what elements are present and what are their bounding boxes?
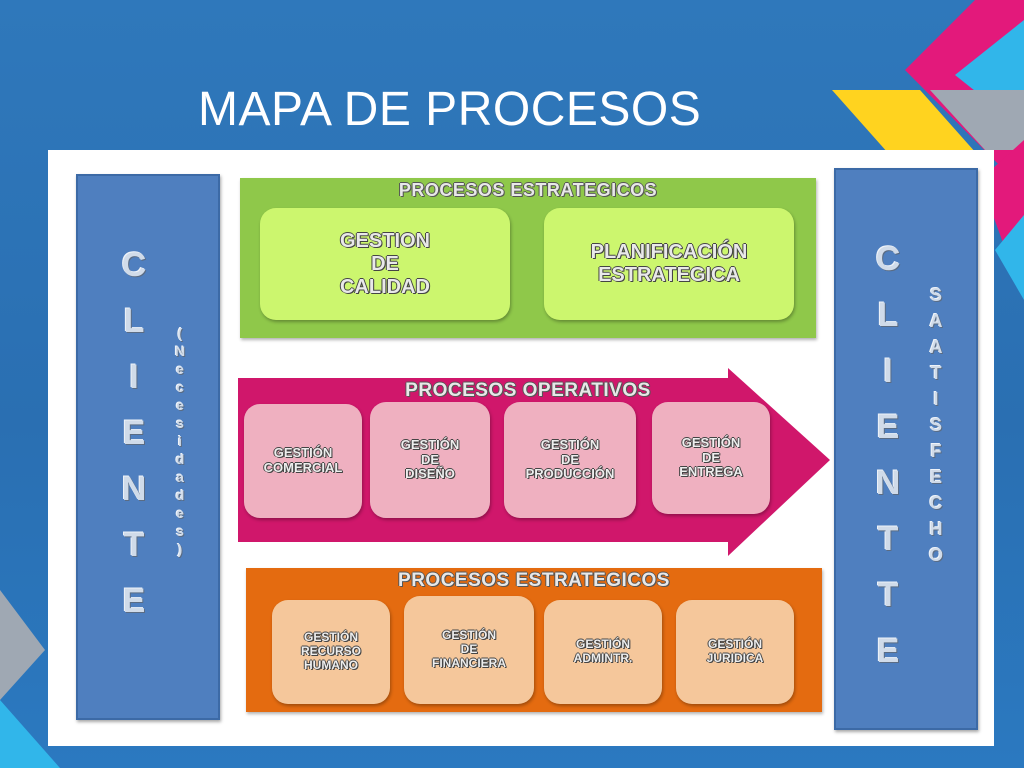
left-client-letter: N bbox=[121, 470, 147, 508]
right-client-letter: C bbox=[875, 240, 901, 278]
left-note-char: i bbox=[178, 433, 182, 449]
process-map-board: C L I E N T E ( N e c e s i d a d e s ) … bbox=[48, 150, 994, 746]
strategic-processes-band: PROCESOS ESTRATEGICOS GESTION DE CALIDAD… bbox=[240, 178, 816, 338]
left-client-letter: T bbox=[123, 526, 145, 564]
process-box-juridica: GESTIÓN JURIDICA bbox=[676, 600, 794, 704]
right-note-char: C bbox=[929, 493, 943, 513]
right-note-char: T bbox=[930, 363, 942, 383]
right-note-char: S bbox=[929, 285, 942, 305]
process-box-recurso-humano: GESTIÓN RECURSO HUMANO bbox=[272, 600, 390, 704]
left-note-char: e bbox=[176, 397, 184, 413]
left-note-char: a bbox=[176, 469, 184, 485]
right-note-char: I bbox=[933, 389, 939, 409]
process-box-financiera: GESTIÓN DE FINANCIERA bbox=[404, 596, 534, 704]
left-client-letter: C bbox=[121, 246, 147, 284]
process-box-planificacion: PLANIFICACIÓN ESTRATEGICA bbox=[544, 208, 794, 320]
left-client-letter: I bbox=[129, 358, 139, 396]
process-box-entrega: GESTIÓN DE ENTREGA bbox=[652, 402, 770, 514]
left-note-char: s bbox=[176, 415, 184, 431]
right-client-note: S A A T I S F E C H O bbox=[926, 286, 946, 564]
left-note-char: c bbox=[176, 379, 184, 395]
left-note-char: e bbox=[176, 361, 184, 377]
left-note-char: ( bbox=[177, 325, 183, 341]
right-client-letter: I bbox=[883, 352, 893, 390]
right-note-char: F bbox=[930, 441, 942, 461]
process-box-produccion: GESTIÓN DE PRODUCCIÓN bbox=[504, 402, 636, 518]
left-client-panel bbox=[76, 174, 220, 720]
left-client-letter: E bbox=[122, 414, 146, 452]
left-note-char: ) bbox=[177, 541, 183, 557]
support-band-title: PROCESOS ESTRATEGICOS bbox=[398, 570, 670, 591]
right-client-letter: E bbox=[876, 408, 900, 446]
right-client-letter: T bbox=[877, 576, 899, 614]
right-client-letter: E bbox=[876, 632, 900, 670]
right-client-letters: C L I E N T T E bbox=[868, 242, 908, 668]
process-box-calidad: GESTION DE CALIDAD bbox=[260, 208, 510, 320]
left-note-char: N bbox=[174, 343, 186, 359]
left-client-letter: E bbox=[122, 582, 146, 620]
operative-band-title: PROCESOS OPERATIVOS bbox=[405, 380, 651, 401]
right-note-char: H bbox=[929, 519, 943, 539]
right-client-panel bbox=[834, 168, 978, 730]
right-client-letter: T bbox=[877, 520, 899, 558]
right-note-char: E bbox=[929, 467, 942, 487]
right-note-char: O bbox=[928, 545, 943, 565]
process-box-admintr: GESTIÓN ADMINTR. bbox=[544, 600, 662, 704]
left-client-letter: L bbox=[123, 302, 145, 340]
right-note-char: S bbox=[929, 415, 942, 435]
strategic-band-title: PROCESOS ESTRATEGICOS bbox=[398, 180, 658, 200]
left-client-letters: C L I E N T E bbox=[114, 248, 154, 618]
left-client-note: ( N e c e s i d a d e s ) bbox=[172, 326, 188, 556]
right-client-letter: L bbox=[877, 296, 899, 334]
left-note-char: d bbox=[175, 487, 185, 503]
right-note-char: A bbox=[929, 311, 943, 331]
support-processes-band: PROCESOS ESTRATEGICOS GESTIÓN RECURSO HU… bbox=[246, 568, 822, 712]
left-note-char: s bbox=[176, 523, 184, 539]
right-client-letter: N bbox=[875, 464, 901, 502]
right-note-char: A bbox=[929, 337, 943, 357]
left-note-char: d bbox=[175, 451, 185, 467]
process-box-comercial: GESTIÓN COMERCIAL bbox=[244, 404, 362, 518]
process-box-diseno: GESTIÓN DE DISEÑO bbox=[370, 402, 490, 518]
left-note-char: e bbox=[176, 505, 184, 521]
page-title: MAPA DE PROCESOS bbox=[198, 83, 702, 136]
